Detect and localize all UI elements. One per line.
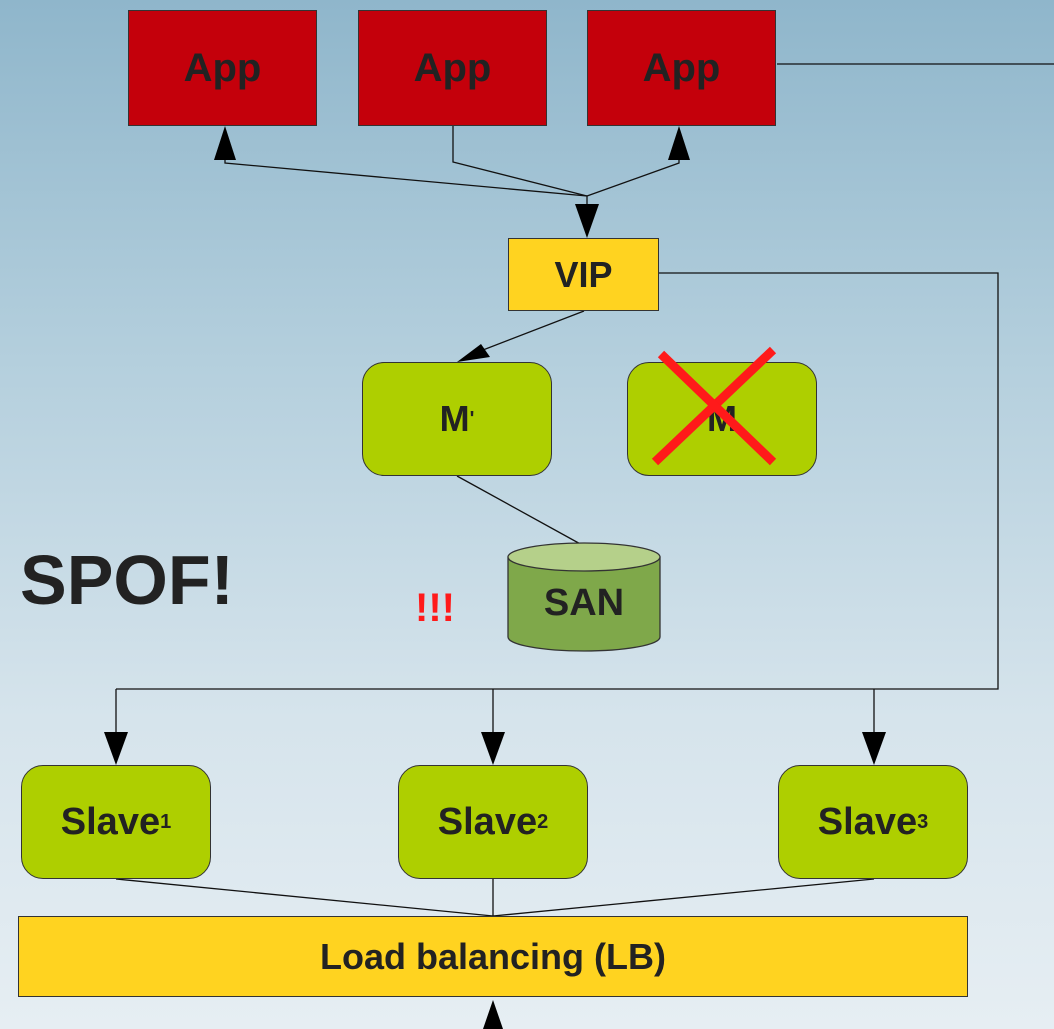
spof-label: SPOF! [20,541,234,619]
master-new-label: M [439,398,470,439]
app-label-2: App [413,45,492,90]
vip-box: VIP [508,238,659,311]
vip-arrowhead [575,204,599,238]
vip-to-slaves [116,272,999,690]
slave2-arrowhead [481,732,505,765]
load-balancer-label: Load balancing (LB) [320,935,666,977]
app2-to-hub [452,126,588,197]
load-balancer-box: Load balancing (LB) [18,916,968,997]
warning-marks: !!! [415,586,455,630]
master-new-box: M' [362,362,552,476]
failed-cross-icon [651,346,777,466]
slave-label-3: Slave [817,800,918,843]
app-box-2: App [358,10,547,126]
app-box-3: App [587,10,776,126]
app1-arrowhead [214,126,236,160]
app-box-1: App [128,10,317,126]
master-arrowhead [457,344,490,362]
master-to-san [456,475,585,547]
slave3-to-lb [492,878,875,917]
app-label-1: App [183,45,262,90]
slave3-arrowhead [862,732,886,765]
slave-index-1: 1 [160,810,172,833]
slave1-arrowhead [104,732,128,765]
slave-index-2: 2 [537,810,549,833]
master-new-mark: ' [469,407,475,430]
slave-label-2: Slave [437,800,538,843]
hub-to-app1 [224,150,588,197]
san-cylinder [507,542,661,652]
slave-index-3: 3 [917,810,929,833]
slave1-to-lb [115,878,494,917]
san-label: SAN [543,582,625,624]
vip-label: VIP [554,253,613,295]
app-label-3: App [642,45,721,90]
slave-label-1: Slave [60,800,161,843]
vip-to-master [469,310,585,356]
app3-arrowhead [668,126,690,160]
hub-to-app3 [586,150,680,197]
lb-arrowhead [483,1000,503,1029]
